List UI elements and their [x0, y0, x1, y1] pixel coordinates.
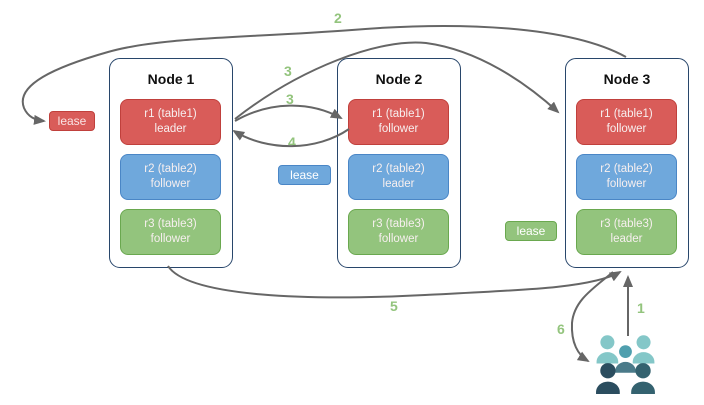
node-3-replica-r1: r1 (table1) follower: [576, 99, 677, 145]
user-middle-head: [619, 345, 632, 359]
replica-name: r3 (table3): [144, 217, 197, 230]
node-3-box: Node 3 r1 (table1) follower r2 (table2) …: [565, 58, 689, 268]
user-back-left-head: [600, 335, 615, 350]
node-3-replica-r3: r3 (table3) leader: [576, 209, 677, 255]
step-label-4: 4: [288, 134, 296, 150]
user-middle-body: [615, 361, 636, 373]
user-back-left-body: [596, 352, 619, 364]
arrow-step-5-node1-to-node3: [167, 265, 622, 299]
replica-name: r3 (table3): [600, 217, 653, 230]
users-group-icon: [596, 335, 655, 394]
node-3-replica-r2: r2 (table2) follower: [576, 154, 677, 200]
step-label-3b: 3: [286, 91, 294, 107]
user-back-right-head: [636, 335, 651, 350]
node-1-replica-r3: r3 (table3) follower: [120, 209, 221, 255]
node-3-title: Node 3: [603, 71, 651, 87]
lease-badge-table1: lease: [49, 111, 95, 131]
user-front-right-body: [631, 381, 655, 394]
replica-name: r1 (table1): [144, 107, 197, 120]
lease-badge-table3: lease: [505, 221, 557, 241]
user-back-right-body: [632, 352, 655, 364]
replica-role: follower: [606, 178, 647, 190]
step-label-5: 5: [390, 298, 398, 314]
user-front-left-head: [600, 363, 616, 379]
step-label-3a: 3: [284, 63, 292, 79]
replica-role: follower: [378, 233, 419, 245]
node-2-replica-r1: r1 (table1) follower: [348, 99, 449, 145]
replica-name: r3 (table3): [372, 217, 425, 230]
replica-name: r2 (table2): [144, 162, 197, 175]
node-2-title: Node 2: [375, 71, 423, 87]
node-2-replica-r2: r2 (table2) leader: [348, 154, 449, 200]
node-1-box: Node 1 r1 (table1) leader r2 (table2) fo…: [109, 58, 233, 268]
node-2-box: Node 2 r1 (table1) follower r2 (table2) …: [337, 58, 461, 268]
replica-role: follower: [150, 233, 191, 245]
step-label-6: 6: [557, 321, 565, 337]
arrow-step-3-node1-to-node2: [234, 104, 343, 122]
node-2-replica-r3: r3 (table3) follower: [348, 209, 449, 255]
replica-role: leader: [610, 233, 643, 245]
step-label-1: 1: [637, 300, 645, 316]
node-1-title: Node 1: [147, 71, 195, 87]
node-1-replica-r2: r2 (table2) follower: [120, 154, 221, 200]
node-1-replica-r1: r1 (table1) leader: [120, 99, 221, 145]
replica-role: follower: [378, 123, 419, 135]
user-front-right-head: [635, 363, 651, 379]
user-front-left-body: [596, 381, 620, 394]
replica-role: follower: [606, 123, 647, 135]
replica-name: r2 (table2): [372, 162, 425, 175]
replica-name: r1 (table1): [372, 107, 425, 120]
lease-badge-table2: lease: [278, 165, 331, 185]
replica-role: follower: [150, 178, 191, 190]
replica-name: r1 (table1): [600, 107, 653, 120]
replica-name: r2 (table2): [600, 162, 653, 175]
step-label-2: 2: [334, 10, 342, 26]
replica-role: leader: [382, 178, 415, 190]
replica-role: leader: [154, 123, 187, 135]
